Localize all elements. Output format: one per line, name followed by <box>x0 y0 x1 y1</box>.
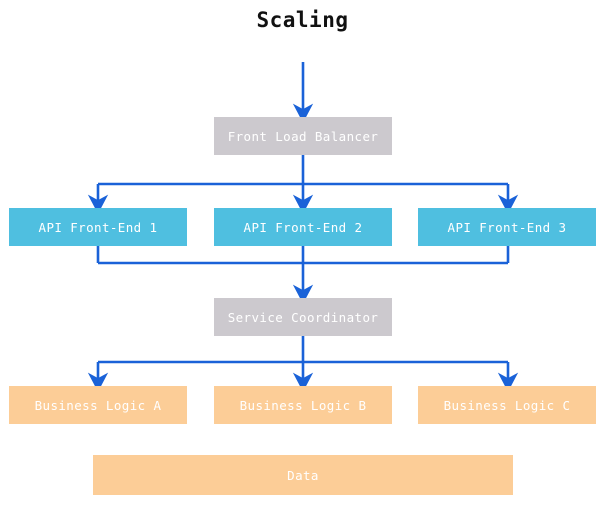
edge-service-coordinator-bus <box>98 336 508 364</box>
node-service-coordinator[interactable]: Service Coordinator <box>214 298 392 336</box>
node-business-logic-c[interactable]: Business Logic C <box>418 386 596 424</box>
node-business-logic-a[interactable]: Business Logic A <box>9 386 187 424</box>
page-title: Scaling <box>256 8 349 32</box>
node-api-front-end-2[interactable]: API Front-End 2 <box>214 208 392 246</box>
edge-front-load-balancer-bus <box>98 155 508 186</box>
node-api-front-end-3[interactable]: API Front-End 3 <box>418 208 596 246</box>
node-api-front-end-1[interactable]: API Front-End 1 <box>9 208 187 246</box>
node-business-logic-b[interactable]: Business Logic B <box>214 386 392 424</box>
node-data[interactable]: Data <box>93 455 513 495</box>
node-front-load-balancer[interactable]: Front Load Balancer <box>214 117 392 155</box>
